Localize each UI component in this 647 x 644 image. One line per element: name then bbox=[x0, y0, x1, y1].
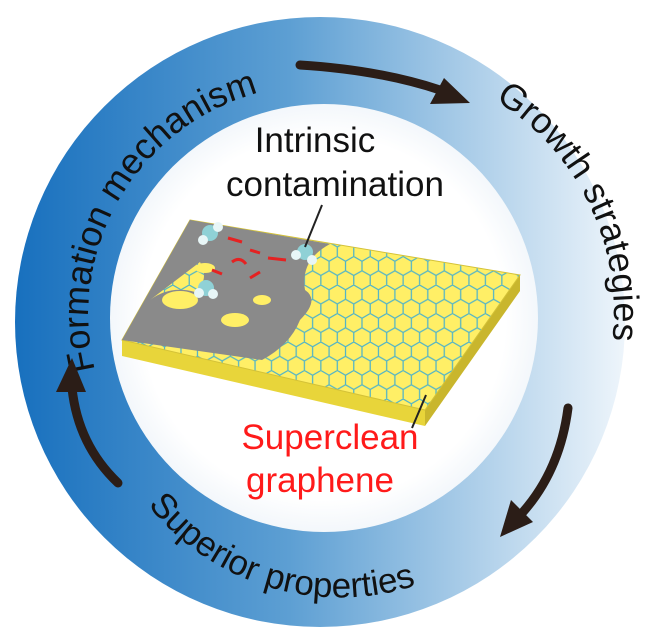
molecule-icon bbox=[291, 244, 317, 265]
graphene-sheet bbox=[121, 219, 521, 426]
label-intrinsic: Intrinsic bbox=[255, 121, 376, 160]
leader-line-contamination bbox=[304, 204, 323, 248]
molecule-icon bbox=[198, 222, 223, 245]
leader-line-superclean bbox=[411, 394, 427, 429]
arrow-top-right-icon bbox=[295, 60, 470, 104]
label-superclean: Superclean bbox=[241, 418, 418, 457]
arrow-bottom-left-up-icon bbox=[56, 358, 123, 488]
molecule-icon bbox=[194, 280, 218, 299]
label-contamination: contamination bbox=[226, 165, 444, 204]
arrow-right-down-icon bbox=[500, 403, 573, 537]
label-graphene: graphene bbox=[246, 461, 394, 500]
contamination-region bbox=[122, 220, 330, 360]
